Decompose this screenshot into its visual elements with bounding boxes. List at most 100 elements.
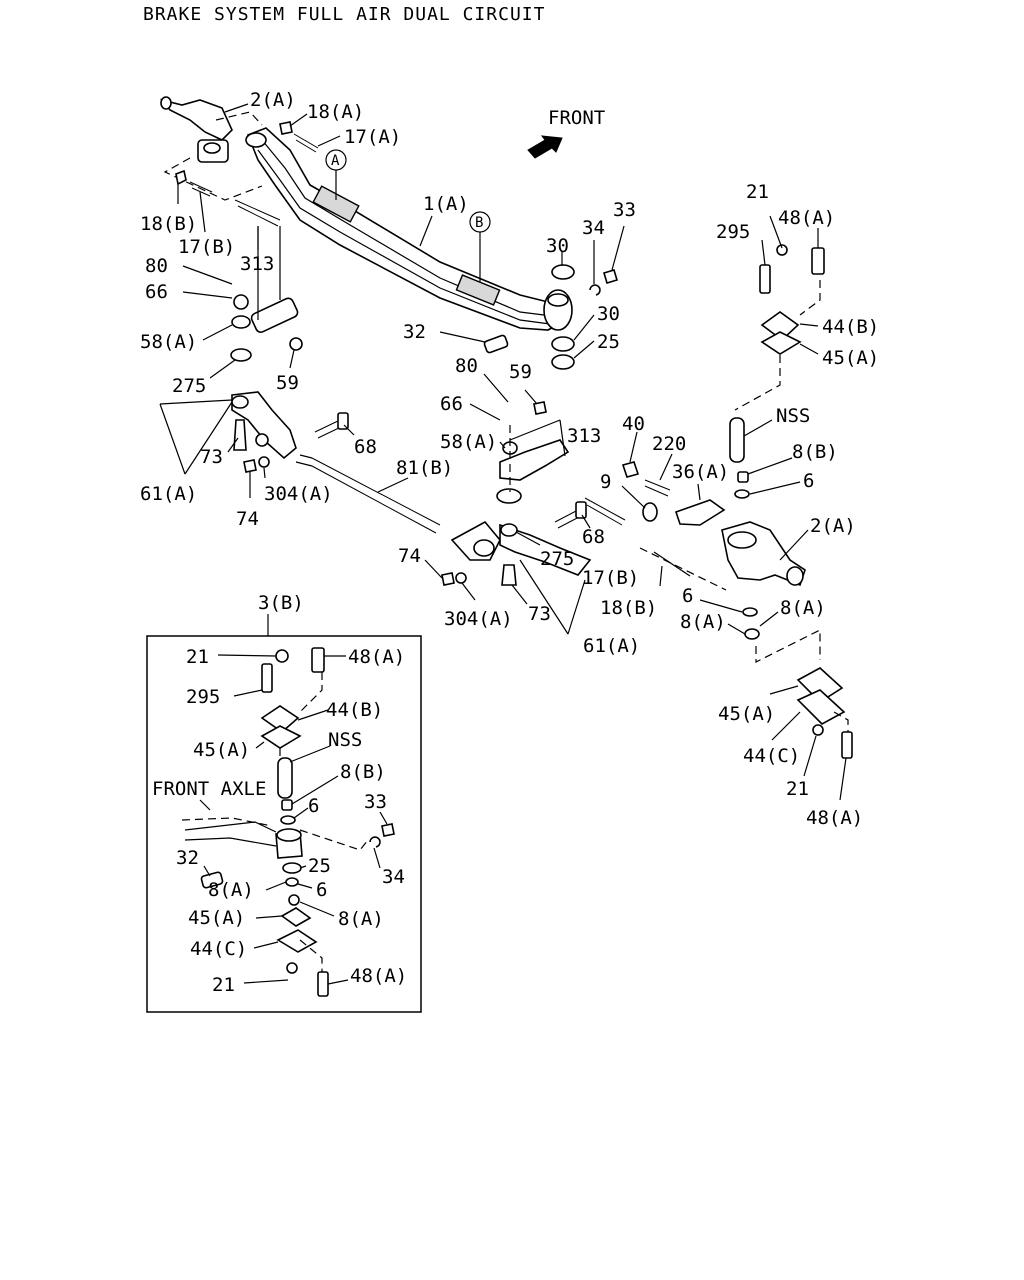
inset-title: 3(B) — [258, 592, 304, 614]
right-kingpin-upper — [729, 244, 825, 499]
callout-1a: 1(A) — [423, 193, 469, 215]
callout-58a-center: 58(A) — [440, 431, 497, 453]
callout-8a-lower: 8(A) — [680, 611, 726, 633]
inset-callout-6-top: 6 — [308, 795, 319, 817]
callout-8a-upper: 8(A) — [780, 597, 826, 619]
inset-callout-45a-bottom: 45(A) — [188, 907, 245, 929]
callout-25: 25 — [597, 331, 620, 353]
callout-304a-left: 304(A) — [264, 483, 333, 505]
callout-68-center: 68 — [582, 526, 605, 548]
callout-61a-left: 61(A) — [140, 483, 197, 505]
tie-rod — [295, 454, 501, 561]
callout-275-right: 275 — [540, 548, 574, 570]
callout-66-left: 66 — [145, 281, 168, 303]
callout-2a-right: 2(A) — [810, 515, 856, 537]
inset-callout-48a-top: 48(A) — [348, 646, 405, 668]
callout-21-top: 21 — [746, 181, 769, 203]
inset-callout-8a-lower: 8(A) — [338, 908, 384, 930]
callout-44c: 44(C) — [743, 745, 800, 767]
callout-9: 9 — [600, 471, 611, 493]
callout-58a-left: 58(A) — [140, 331, 197, 353]
callout-17a: 17(A) — [344, 126, 401, 148]
callout-44b: 44(B) — [822, 316, 879, 338]
callout-80-left: 80 — [145, 255, 168, 277]
inset-callout-21-top: 21 — [186, 646, 209, 668]
callout-labels: 2(A) 18(A) 17(A) 18(B) 17(B) 313 80 66 5… — [140, 89, 879, 829]
inset-callout-44c: 44(C) — [190, 938, 247, 960]
callout-18a: 18(A) — [307, 101, 364, 123]
inset-callout-45a-top: 45(A) — [193, 739, 250, 761]
marker-a: A — [325, 149, 347, 200]
callout-74-right: 74 — [398, 545, 421, 567]
callout-59-left: 59 — [276, 372, 299, 394]
callout-17b-right: 17(B) — [582, 567, 639, 589]
inset-callout-34: 34 — [382, 866, 405, 888]
callout-304a-right: 304(A) — [444, 608, 513, 630]
callout-21-bottom: 21 — [786, 778, 809, 800]
right-kingpin-lower — [742, 607, 853, 759]
callout-48a-bottom: 48(A) — [806, 807, 863, 829]
callout-313-left: 313 — [240, 253, 274, 275]
inset-callout-21-bottom: 21 — [212, 974, 235, 996]
callout-32: 32 — [403, 321, 426, 343]
svg-text:B: B — [475, 215, 483, 231]
left-tie-rod-end — [230, 199, 303, 362]
callout-6-top: 6 — [803, 470, 814, 492]
inset-callout-44b: 44(B) — [326, 699, 383, 721]
callout-61a-right: 61(A) — [583, 635, 640, 657]
callout-313-center: 313 — [567, 425, 601, 447]
diagram-title: BRAKE SYSTEM FULL AIR DUAL CIRCUIT — [143, 4, 545, 25]
callout-73-left: 73 — [200, 446, 223, 468]
front-axle-beam — [245, 127, 573, 331]
callout-18b-left: 18(B) — [140, 213, 197, 235]
leader-lines — [159, 103, 847, 801]
inset-callout-6-bottom: 6 — [316, 879, 327, 901]
callout-74-left: 74 — [236, 508, 259, 530]
inset-callout-33: 33 — [364, 791, 387, 813]
axle-end-parts — [483, 264, 618, 370]
callout-59-center: 59 — [509, 361, 532, 383]
callout-17b-left: 17(B) — [178, 236, 235, 258]
callout-18b-right: 18(B) — [600, 597, 657, 619]
callout-80-center: 80 — [455, 355, 478, 377]
callout-48a-top: 48(A) — [778, 207, 835, 229]
callout-81b: 81(B) — [396, 457, 453, 479]
center-bolt-68 — [554, 501, 587, 529]
inset-callout-nss: NSS — [328, 729, 362, 751]
right-tie-rod-end — [496, 401, 570, 504]
left-steering-knuckle — [159, 96, 233, 163]
callout-45a-bottom: 45(A) — [718, 703, 775, 725]
inset-callout-32: 32 — [176, 847, 199, 869]
inset-detail-3b: 3(B) FRONT AXLE — [146, 592, 422, 1013]
right-knuckle-arm — [441, 523, 592, 586]
callout-6-bottom: 6 — [682, 585, 693, 607]
front-direction-arrow — [527, 135, 563, 159]
callout-30-bottom: 30 — [597, 303, 620, 325]
callout-40: 40 — [622, 413, 645, 435]
callout-36a: 36(A) — [672, 461, 729, 483]
left-bolt-68 — [314, 412, 349, 439]
callout-8b: 8(B) — [792, 441, 838, 463]
callout-73-right: 73 — [528, 603, 551, 625]
callout-34: 34 — [582, 217, 605, 239]
callout-33: 33 — [613, 199, 636, 221]
left-kingpin-bolts — [175, 121, 319, 197]
inset-callout-8a-upper: 8(A) — [208, 879, 254, 901]
callout-45a-top: 45(A) — [822, 347, 879, 369]
callout-68-left: 68 — [354, 436, 377, 458]
front-direction-label: FRONT — [548, 107, 605, 129]
inset-callout-48a-bottom: 48(A) — [350, 965, 407, 987]
svg-text:A: A — [331, 153, 340, 169]
callout-2a-left: 2(A) — [250, 89, 296, 111]
inset-callout-25: 25 — [308, 855, 331, 877]
inset-axle-label: FRONT AXLE — [152, 778, 266, 800]
right-steering-knuckle — [621, 461, 806, 591]
callout-220: 220 — [652, 433, 686, 455]
marker-b: B — [469, 211, 491, 282]
callout-275-left: 275 — [172, 375, 206, 397]
callout-30-top: 30 — [546, 235, 569, 257]
callout-nss: NSS — [776, 405, 810, 427]
inset-callout-8b: 8(B) — [340, 761, 386, 783]
inset-callout-295: 295 — [186, 686, 220, 708]
